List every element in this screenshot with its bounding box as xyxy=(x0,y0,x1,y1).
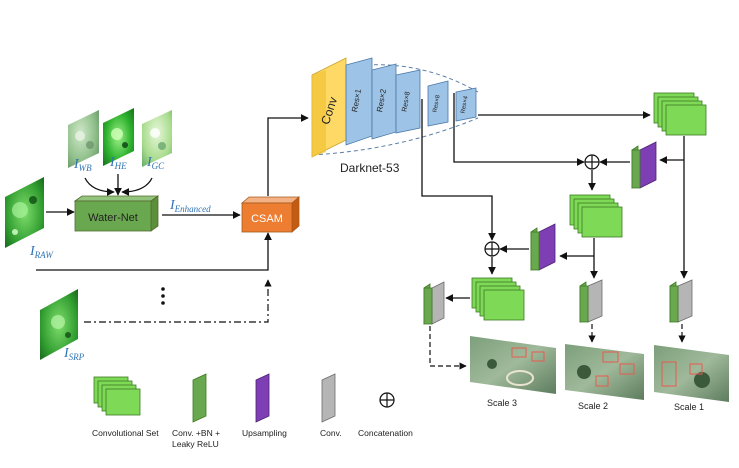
enhancement-arrows xyxy=(84,174,153,196)
scale2-image xyxy=(565,344,644,400)
legend-conv-bn-label-2: Leaky ReLU xyxy=(172,439,219,449)
conv-set-top xyxy=(653,92,707,136)
legend-concat-label: Concatenation xyxy=(358,428,413,438)
backbone-to-concat2-line xyxy=(421,99,496,241)
darknet-backbone: Conv Res×1 Res×2 Res×8 Res×8 Res×4 Darkn… xyxy=(311,57,479,175)
res-block-5-label: Res×4 xyxy=(461,95,470,114)
label-i-wb: IWB xyxy=(73,157,92,173)
srp-to-csam-arrow xyxy=(84,279,272,323)
scale3-image xyxy=(470,336,556,394)
csam-block: CSAM xyxy=(240,196,301,233)
ellipsis-dots xyxy=(161,287,165,305)
wb-image xyxy=(68,110,99,168)
legend-concat-icon xyxy=(379,392,395,408)
he-image xyxy=(103,108,134,166)
res-block-5: Res×4 xyxy=(455,87,477,122)
conv-upsample-1 xyxy=(631,141,657,189)
legend-upsampling-icon xyxy=(255,373,270,423)
conv-upsample-2 xyxy=(530,223,556,271)
conv-layer: Conv xyxy=(311,57,347,158)
res-block-4-label: Res×8 xyxy=(433,94,442,113)
raw-image xyxy=(5,177,44,248)
csam-label: CSAM xyxy=(251,213,283,225)
legend: Convolutional Set Conv. +BN + Leaky ReLU… xyxy=(92,373,413,449)
scale3-conv-pair xyxy=(423,281,445,325)
legend-conv-bn-icon xyxy=(192,373,207,423)
res-block-1: Res×1 xyxy=(345,57,373,146)
scale1-label: Scale 1 xyxy=(674,402,704,412)
water-net-label: Water-Net xyxy=(88,212,138,224)
legend-conv-label: Conv. xyxy=(320,428,342,438)
raw-to-csam-arrow xyxy=(36,232,272,271)
legend-conv-icon xyxy=(321,373,336,423)
darknet-title: Darknet-53 xyxy=(340,161,400,175)
scale1-image xyxy=(654,345,729,402)
csam-to-darknet-arrow xyxy=(267,114,309,196)
conv-set-mid xyxy=(569,194,623,238)
backbone-to-concat1-line xyxy=(453,93,585,166)
label-i-enhanced: IEnhanced xyxy=(169,198,211,214)
res-block-3: Res×8 xyxy=(395,69,421,134)
label-i-gc: IGC xyxy=(146,155,165,171)
scale3-output-arrow xyxy=(429,326,467,370)
res-block-4: Res×8 xyxy=(427,80,449,127)
legend-conv-set-icon xyxy=(93,376,141,416)
res-block-3-label: Res×8 xyxy=(401,91,411,112)
label-i-he: IHE xyxy=(109,155,127,171)
concat-1 xyxy=(584,154,600,170)
legend-conv-set-label: Convolutional Set xyxy=(92,428,159,438)
res-block-1-label: Res×1 xyxy=(350,88,363,113)
gc-image xyxy=(142,110,172,167)
label-i-srp: ISRP xyxy=(63,346,85,362)
legend-conv-bn-label-1: Conv. +BN + xyxy=(172,428,220,438)
scale2-conv-pair xyxy=(579,279,603,323)
water-net-block: Water-Net xyxy=(73,195,160,232)
scale2-label: Scale 2 xyxy=(578,401,608,411)
scale1-conv-pair xyxy=(669,279,693,323)
concat-2 xyxy=(484,241,500,257)
res-block-2-label: Res×2 xyxy=(375,88,388,113)
label-i-raw: IRAW xyxy=(29,244,54,260)
srp-image xyxy=(40,289,78,360)
scale3-label: Scale 3 xyxy=(487,398,517,408)
res-block-2: Res×2 xyxy=(371,63,397,140)
conv-set-bottom xyxy=(471,277,525,321)
legend-upsampling-label: Upsampling xyxy=(242,428,287,438)
